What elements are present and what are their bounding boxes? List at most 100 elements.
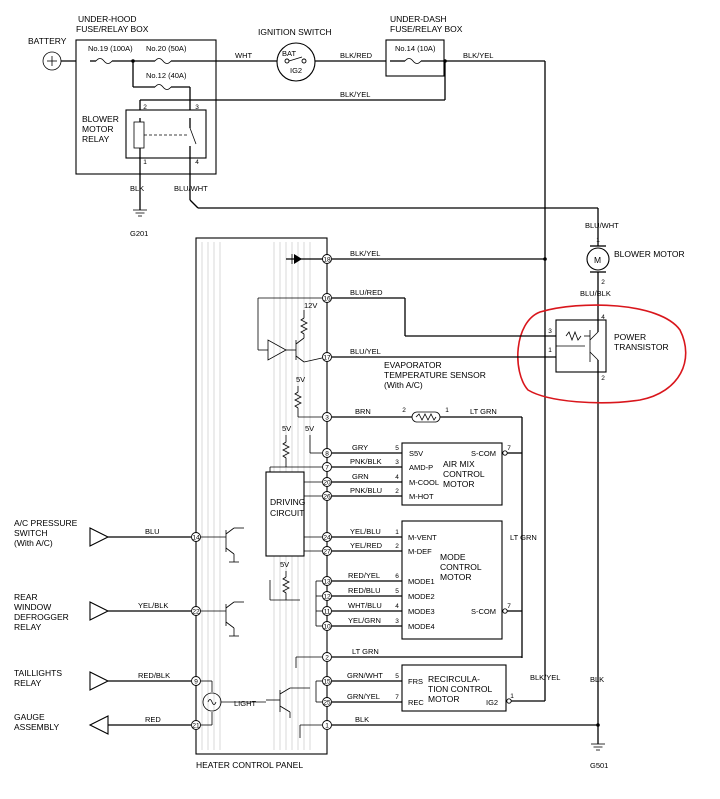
rear-defogger-arrow [89,601,110,621]
svg-text:6: 6 [395,573,399,580]
wire-blk-red: BLK/RED [340,51,373,60]
wire-blu-wht-relay: BLU/WHT [174,184,208,193]
pin-20 [322,477,332,487]
pin-13 [322,576,332,586]
fuse20-label: No.20 (50A) [146,44,187,53]
wire-grn-yel-25: GRN/YEL [347,692,380,701]
pin-10 [322,621,332,631]
svg-text:1: 1 [548,347,552,354]
pin-24 [322,532,332,542]
amp-circuit [257,297,323,363]
wire-blu-red-16: BLU/RED [350,288,383,297]
airmix-term-amd-p: AMD-P [409,463,433,472]
pin-25 [322,697,332,707]
mode-label-3: MOTOR [440,572,471,582]
svg-text:1: 1 [596,237,600,244]
blower-motor-relay [125,109,207,159]
svg-text:14: 14 [192,535,200,542]
svg-text:13: 13 [323,579,331,586]
pin-2 [322,652,332,662]
air-mix-control-motor [401,442,503,506]
mode-term-mode1: MODE1 [408,577,435,586]
wire-red-blu-12: RED/BLU [348,586,381,595]
svg-text:2: 2 [325,655,329,662]
wire-grn-wht-15: GRN/WHT [347,671,383,680]
tail-label-1: TAILLIGHTS [14,668,62,678]
tail-label-2: RELAY [14,678,42,688]
light-bulb [201,680,266,726]
svg-text:15: 15 [323,679,331,686]
recirc-label-3: MOTOR [428,694,459,704]
svg-text:3: 3 [548,328,552,335]
ac-pressure-switch-arrow [89,527,110,547]
ignition-switch [276,42,316,82]
wire-yel-blk-22: YEL/BLK [138,601,168,610]
pin-17 [322,352,332,362]
svg-text:2: 2 [395,488,399,495]
svg-text:1: 1 [395,529,399,536]
ac-input-transistor [201,527,244,563]
recirc-term-frs: FRS [408,677,423,686]
driving-label-2: CIRCUIT [270,508,304,518]
rear-label-3: DEFROGGER [14,612,69,622]
heater-panel-label: HEATER CONTROL PANEL [196,760,303,770]
airmix-term-s5v: S5V [409,449,423,458]
rear-label-1: REAR [14,592,38,602]
underdash-fuse-relay-box [385,39,445,77]
rear-input-transistor [201,601,244,637]
svg-text:8: 8 [325,451,329,458]
svg-text:5: 5 [395,445,399,452]
thermistor [411,411,523,658]
sensor-pullup [294,386,322,418]
wire-blk-relay: BLK [130,184,144,193]
ac-pressure-label-2: SWITCH [14,528,48,538]
mode-term-mode4: MODE4 [408,622,435,631]
wire-grn-20: GRN [352,472,369,481]
pin1-ground [299,724,322,738]
svg-text:1: 1 [510,693,514,700]
underhood-box-title-2: FUSE/RELAY BOX [76,24,149,34]
svg-text:3: 3 [395,618,399,625]
wire-pnk-blu-26: PNK/BLU [350,486,382,495]
svg-text:4: 4 [601,314,605,321]
airmix-term-m-hot: M-HOT [409,492,434,501]
gauge-label-2: ASSEMBLY [14,722,60,732]
light-label: LIGHT [234,699,257,708]
svg-text:10: 10 [323,624,331,631]
svg-text:9: 9 [194,679,198,686]
mode-term-mode3: MODE3 [408,607,435,616]
v12-label: 12V [304,301,317,310]
mode-label-2: CONTROL [440,562,482,572]
evap-label-2: TEMPERATURE SENSOR [384,370,486,380]
blower-motor [586,245,610,273]
wire-blk-yel-ig2: BLK/YEL [530,673,560,682]
relay-coil-and-contact [133,118,197,200]
pin-22 [191,606,201,616]
pin-1 [322,720,332,730]
wire-yel-blu-24: YEL/BLU [350,527,381,536]
wire-red-21: RED [145,715,161,724]
ground-g501 [591,740,605,751]
svg-text:4: 4 [395,474,399,481]
svg-text:7: 7 [507,603,511,610]
wire-gry-8: GRY [352,443,368,452]
pin-12 [322,591,332,601]
taillights-arrow [89,671,110,691]
svg-text:2: 2 [601,279,605,286]
pin-21 [191,720,201,730]
v5a-label: 5V [296,375,305,384]
wire-blu-yel-17: BLU/YEL [350,347,381,356]
svg-text:2: 2 [402,407,406,414]
pin-18 [322,254,332,264]
svg-text:17: 17 [323,355,331,362]
svg-text:2: 2 [601,375,605,382]
svg-text:3: 3 [395,459,399,466]
svg-text:16: 16 [323,296,331,303]
svg-text:5: 5 [395,588,399,595]
pin-8 [322,448,332,458]
mode-label-1: MODE [440,552,466,562]
underdash-box-title-1: UNDER-DASH [390,14,447,24]
svg-text:2: 2 [143,104,147,111]
airmix-pullups [269,435,322,480]
